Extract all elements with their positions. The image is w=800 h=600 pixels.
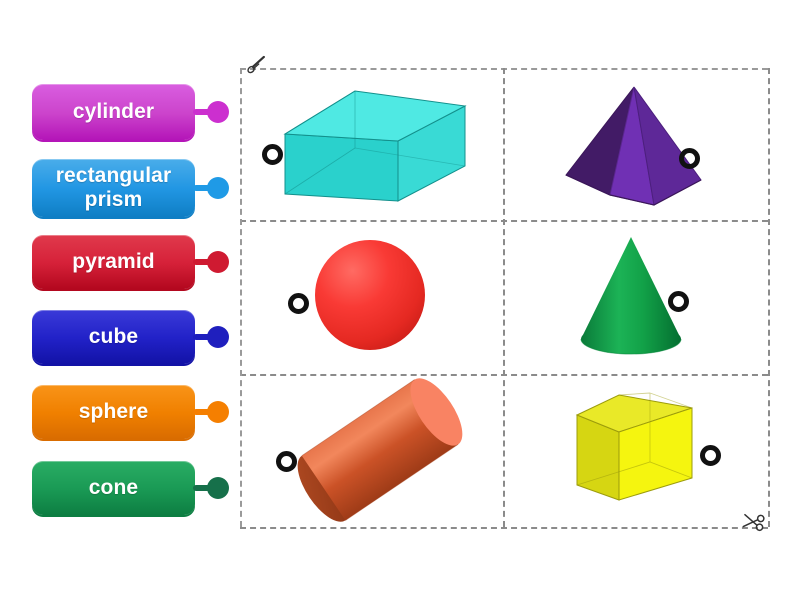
connector-knob-sphere[interactable] [207, 401, 229, 423]
pyramid-shape [562, 85, 707, 207]
scissors-icon-top-left [244, 55, 269, 75]
rectangular-prism-shape [280, 86, 470, 202]
drop-target-pyramid[interactable] [679, 148, 700, 169]
cube-shape [574, 390, 699, 505]
cut-line-bottom [240, 527, 768, 529]
sphere-shape [315, 240, 425, 350]
connector-stem-sphere [193, 409, 215, 415]
cell-rectangular-prism [240, 68, 504, 221]
label-pill-cylinder[interactable]: cylinder [32, 84, 195, 140]
cone-shape [576, 235, 686, 360]
drop-target-sphere[interactable] [288, 293, 309, 314]
connector-knob-cube[interactable] [207, 326, 229, 348]
label-pill-pyramid[interactable]: pyramid [32, 235, 195, 289]
label-list: cylinder rectangular prism pyramid cube [0, 0, 240, 600]
label-pill-sphere-text: sphere [78, 400, 149, 424]
drop-target-cylinder[interactable] [276, 451, 297, 472]
connector-stem-cube [193, 334, 215, 340]
connector-stem-rectangular-prism [193, 185, 215, 191]
cut-line-right [768, 68, 770, 527]
label-pill-cylinder-text: cylinder [72, 100, 155, 124]
scissors-icon-bottom-right [741, 511, 767, 532]
cell-cylinder [240, 375, 504, 527]
cut-line-middle [503, 68, 505, 527]
cylinder-shape [280, 378, 480, 522]
cut-line-left [240, 68, 242, 527]
label-pill-rectangular-prism[interactable]: rectangular prism [32, 159, 195, 217]
drop-target-cone[interactable] [668, 291, 689, 312]
drop-target-rectangular-prism[interactable] [262, 144, 283, 165]
connector-stem-pyramid [193, 259, 215, 265]
label-pill-cone[interactable]: cone [32, 461, 195, 515]
drop-target-cube[interactable] [700, 445, 721, 466]
label-pill-cone-text: cone [88, 476, 139, 500]
connector-knob-cylinder[interactable] [207, 101, 229, 123]
connector-knob-cone[interactable] [207, 477, 229, 499]
cell-cone [504, 221, 768, 375]
label-pill-cube[interactable]: cube [32, 310, 195, 364]
cell-cube [504, 375, 768, 527]
shape-grid [240, 68, 770, 529]
label-pill-rectangular-prism-text: rectangular prism [55, 164, 172, 211]
label-pill-pyramid-text: pyramid [72, 250, 155, 274]
label-pill-cube-text: cube [88, 325, 139, 349]
label-pill-sphere[interactable]: sphere [32, 385, 195, 439]
connector-knob-pyramid[interactable] [207, 251, 229, 273]
connector-stem-cylinder [193, 109, 215, 115]
connector-stem-cone [193, 485, 215, 491]
connector-knob-rectangular-prism[interactable] [207, 177, 229, 199]
cell-pyramid [504, 68, 768, 221]
cell-sphere [240, 221, 504, 375]
